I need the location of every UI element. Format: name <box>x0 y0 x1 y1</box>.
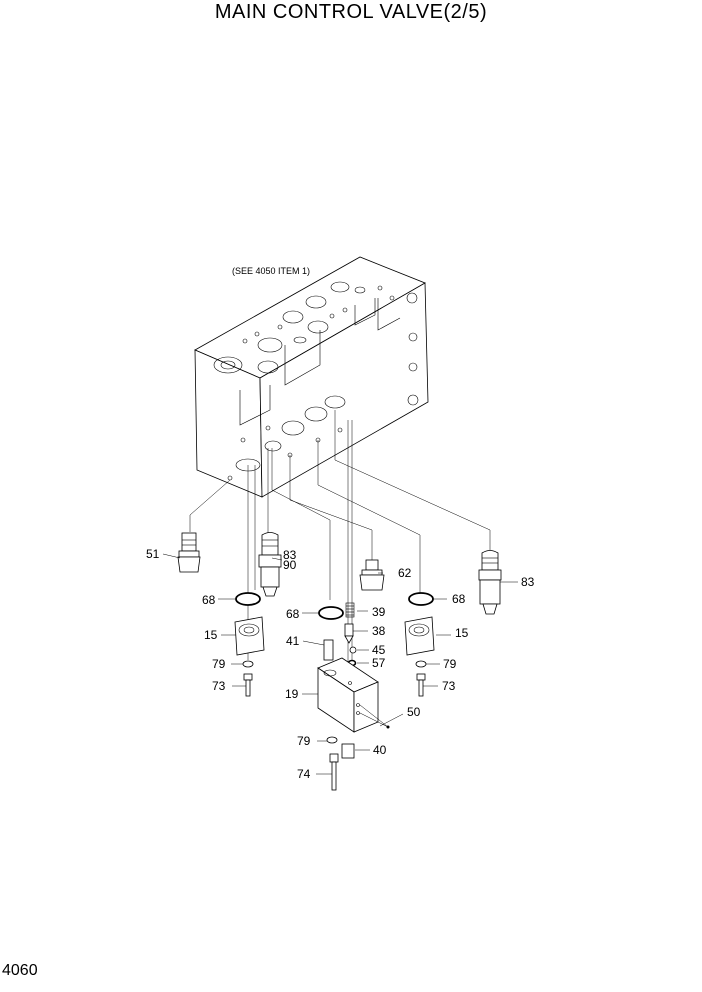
part-79-washers <box>242 660 427 744</box>
label-45: 45 <box>372 643 386 657</box>
label-41: 41 <box>286 634 300 648</box>
part-45-ball <box>349 646 357 654</box>
part-15-cover-left <box>234 616 265 656</box>
part-68-o-rings <box>235 592 434 620</box>
label-90: 90 <box>283 558 297 572</box>
part-62-plug <box>359 559 385 591</box>
label-39: 39 <box>372 605 386 619</box>
part-74-bolt <box>329 753 339 791</box>
label-83-left: 83 <box>283 548 297 562</box>
part-83-relief-valve-right <box>478 550 502 615</box>
label-68-left: 68 <box>202 593 216 607</box>
label-15-left: 15 <box>204 628 218 642</box>
label-68-right: 68 <box>452 592 466 606</box>
label-73-right: 73 <box>442 679 456 693</box>
part-83-relief-valve-left <box>258 532 282 597</box>
label-19: 19 <box>285 687 299 701</box>
part-15-cover-right <box>404 616 435 656</box>
label-79-right: 79 <box>443 657 457 671</box>
label-79-bottom: 79 <box>297 734 311 748</box>
label-62: 62 <box>398 566 412 580</box>
label-50: 50 <box>407 705 421 719</box>
label-38: 38 <box>372 624 386 638</box>
page-number: 4060 <box>2 962 38 979</box>
label-79-left: 79 <box>212 657 226 671</box>
label-68-middle: 68 <box>286 607 300 621</box>
label-57: 57 <box>372 656 386 670</box>
part-39-spring <box>345 602 355 618</box>
part-51-plug <box>177 532 201 573</box>
reference-note: (SEE 4050 ITEM 1) <box>232 266 310 276</box>
part-41-pin <box>323 639 334 661</box>
valve-body <box>194 256 429 498</box>
label-15-right: 15 <box>455 626 469 640</box>
label-40: 40 <box>373 743 387 757</box>
label-74: 74 <box>297 767 311 781</box>
part-19-block <box>317 657 390 733</box>
label-73-left: 73 <box>212 679 226 693</box>
label-83-right: 83 <box>521 575 535 589</box>
label-51: 51 <box>146 547 160 561</box>
page-title: MAIN CONTROL VALVE(2/5) <box>214 1 488 23</box>
callouts <box>162 553 518 775</box>
part-38-poppet <box>344 623 354 644</box>
part-73-bolts <box>243 673 426 697</box>
part-40-plug <box>341 743 355 759</box>
